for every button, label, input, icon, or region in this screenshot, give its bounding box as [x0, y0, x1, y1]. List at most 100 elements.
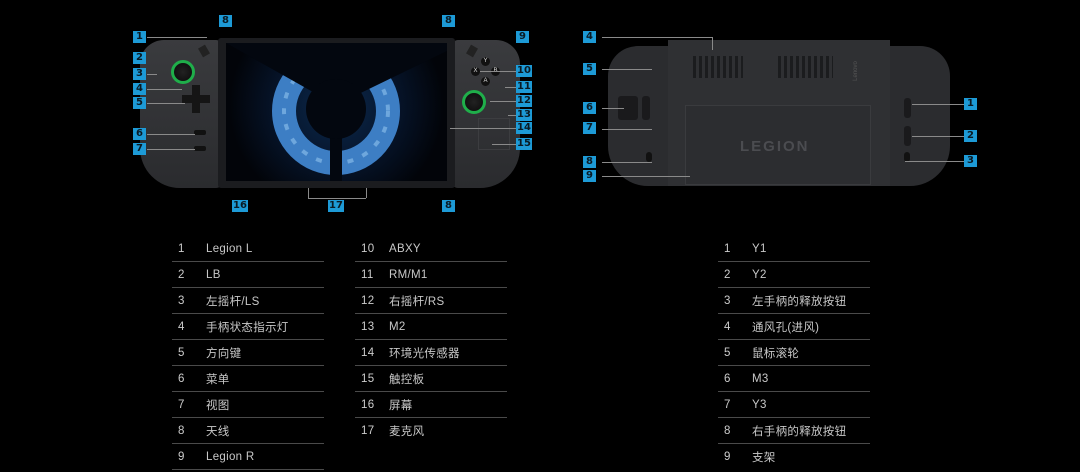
legend-label: 菜单	[206, 373, 230, 386]
front-callout-4: 4	[133, 83, 146, 95]
front-callout-11: 11	[516, 81, 532, 93]
legend-row: 14 环境光传感器	[355, 340, 507, 366]
front-callout-15: 15	[516, 138, 532, 150]
legend-number: 16	[361, 398, 375, 411]
legend-label: ABXY	[389, 242, 421, 255]
back-callout-2: 2	[964, 130, 977, 142]
back-callout-7: 7	[583, 122, 596, 134]
legend-number: 13	[361, 320, 375, 333]
legend-number: 6	[724, 372, 731, 385]
legend-number: 8	[724, 424, 731, 437]
legend-label: Legion R	[206, 450, 255, 463]
legend-number: 9	[178, 450, 185, 463]
legend-number: 1	[724, 242, 731, 255]
kickstand	[685, 105, 871, 185]
legend-number: 12	[361, 294, 375, 307]
m3-button	[618, 96, 638, 120]
legend-label: Legion L	[206, 242, 253, 255]
legend-row: 7 Y3	[718, 392, 870, 418]
legend-label: Y3	[752, 398, 767, 411]
legend-row: 13 M2	[355, 314, 507, 340]
front-callout-9: 9	[516, 31, 529, 43]
legend-label: 屏幕	[389, 399, 413, 412]
legend-row: 7 视图	[172, 392, 324, 418]
y1-button	[904, 98, 911, 118]
back-callout-6: 6	[583, 102, 596, 114]
legend-row: 1 Legion L	[172, 236, 324, 262]
y-button: Y	[481, 57, 490, 66]
legend-number: 15	[361, 372, 375, 385]
legend-label: 手柄状态指示灯	[206, 321, 289, 334]
legend-number: 11	[361, 268, 374, 281]
view-button	[194, 146, 206, 151]
front-callout-7: 7	[133, 143, 146, 155]
front-callout-14: 14	[516, 122, 532, 134]
legend-label: 右摇杆/RS	[389, 295, 445, 308]
front-device-illustration: Y X B A	[140, 38, 520, 190]
legend-number: 3	[178, 294, 185, 307]
vent-right	[778, 56, 833, 78]
legend-label: 麦克风	[389, 426, 425, 438]
legend-number: 7	[178, 398, 185, 411]
legend-label: 支架	[752, 452, 776, 464]
legend-number: 1	[178, 242, 185, 255]
touchpad	[478, 118, 510, 150]
right-stick	[462, 90, 486, 114]
front-callout-8-top-right: 8	[442, 15, 455, 27]
legend-number: 2	[724, 268, 731, 281]
legend-row: 5 鼠标滚轮	[718, 340, 870, 366]
screen	[218, 38, 455, 188]
front-callout-3: 3	[133, 68, 146, 80]
front-callout-6: 6	[133, 128, 146, 140]
legend-row: 6 M3	[718, 366, 870, 392]
legend-label: 左手柄的释放按钮	[752, 295, 847, 308]
legend-row: 3 左摇杆/LS	[172, 288, 324, 314]
legend-label: LB	[206, 268, 221, 281]
legend-label: Y2	[752, 268, 767, 281]
dpad	[182, 85, 210, 113]
legend-row: 10 ABXY	[355, 236, 507, 262]
legend-label: M3	[752, 372, 769, 385]
right-release-button	[904, 152, 910, 162]
legend-row: 16 屏幕	[355, 392, 507, 418]
front-callout-17: 17	[328, 200, 344, 212]
y3-button	[642, 96, 650, 120]
legend-label: 视图	[206, 399, 230, 412]
legend-label: 环境光传感器	[389, 347, 460, 360]
menu-button	[194, 130, 206, 135]
left-release-button	[646, 152, 652, 162]
legion-wallpaper-logo	[226, 43, 447, 181]
legend-number: 9	[724, 451, 731, 463]
legend-label: M2	[389, 320, 406, 333]
front-callout-13: 13	[516, 109, 532, 121]
front-callout-2: 2	[133, 52, 146, 64]
legend-label: 鼠标滚轮	[752, 347, 800, 360]
a-button: A	[481, 77, 490, 86]
front-callout-10: 10	[516, 65, 532, 77]
front-callout-16: 16	[232, 200, 248, 212]
y2-button	[904, 126, 911, 146]
legend-number: 14	[361, 346, 375, 359]
legend-number: 7	[724, 398, 731, 411]
legend-number: 2	[178, 268, 185, 281]
back-callout-4: 4	[583, 31, 596, 43]
back-callout-8: 8	[583, 156, 596, 168]
legend-number: 10	[361, 242, 375, 255]
legend-label: 左摇杆/LS	[206, 295, 260, 308]
front-callout-8-bottom: 8	[442, 200, 455, 212]
legion-back-logo: LEGION	[740, 138, 810, 155]
legend-label: RM/M1	[389, 268, 428, 281]
front-callout-1: 1	[133, 31, 146, 43]
lenovo-brand-mark: Lenovo	[852, 61, 859, 81]
legend-row: 9 支架	[718, 444, 870, 470]
legend-number: 5	[724, 346, 731, 359]
legend-number: 4	[724, 320, 731, 333]
legend-number: 17	[361, 425, 375, 437]
front-callout-5: 5	[133, 97, 146, 109]
